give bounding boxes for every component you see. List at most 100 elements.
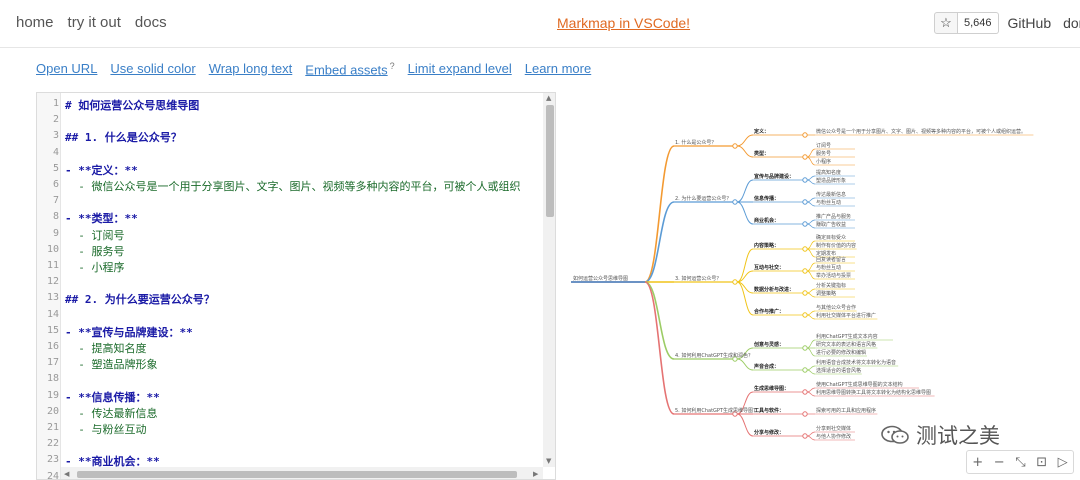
mindmap-node-label[interactable]: 与其他公众号合作 bbox=[816, 305, 857, 311]
mindmap-node-label[interactable]: 生成思维导图： bbox=[754, 386, 790, 392]
node-toggle-icon[interactable] bbox=[802, 132, 808, 138]
mindmap-node-label[interactable]: 工具与软件： bbox=[754, 408, 785, 414]
code-line[interactable]: # 如何运营公众号思维导图 bbox=[65, 99, 200, 112]
mindmap-node-label[interactable]: 分享与修改： bbox=[754, 430, 785, 436]
wrap-long-text-link[interactable]: Wrap long text bbox=[208, 61, 293, 76]
node-toggle-icon[interactable] bbox=[802, 199, 808, 205]
node-toggle-icon[interactable] bbox=[802, 411, 808, 417]
mindmap-node-label[interactable]: 4. 如何利用ChatGPT生成和润色？ bbox=[675, 353, 753, 359]
mindmap-node-label[interactable]: 2. 为什么要运营公众号？ bbox=[675, 196, 732, 202]
mindmap-preview[interactable]: 如何运营公众号思维导图 1. 什么是公众号？ 定义： 微信公众号是一个用于分享图片、文… bbox=[557, 92, 1080, 480]
code-line[interactable]: - **信息传播：** bbox=[65, 390, 160, 404]
mindmap-node-label[interactable]: 服务号 bbox=[816, 151, 832, 157]
toggle-recursive-icon[interactable]: ⊡ bbox=[1036, 454, 1048, 470]
fit-screen-icon[interactable]: ⤡ bbox=[1015, 454, 1026, 470]
star-count[interactable]: 5,646 bbox=[958, 12, 999, 34]
nav-docs[interactable]: docs bbox=[134, 14, 167, 31]
mindmap-node-label[interactable]: 分析关键指标 bbox=[816, 283, 847, 289]
mindmap-node-label[interactable]: 声音合成： bbox=[754, 364, 780, 370]
node-toggle-icon[interactable] bbox=[802, 268, 808, 274]
mindmap-node-label[interactable]: 5. 如何利用ChatGPT生成思维导图？ bbox=[675, 408, 758, 414]
mindmap-node-label[interactable]: 宣传与品牌建设： bbox=[754, 174, 795, 180]
horizontal-scrollbar[interactable]: ◀ ▶ bbox=[61, 467, 543, 479]
code-line[interactable]: - **类型：** bbox=[65, 212, 138, 226]
code-line[interactable]: - 传达最新信息 bbox=[65, 406, 158, 420]
mindmap-node-label[interactable]: 定义： bbox=[754, 129, 770, 135]
code-line[interactable]: - **定义：** bbox=[65, 163, 138, 177]
mindmap-node-label[interactable]: 进行必要的修改和编辑 bbox=[816, 350, 867, 356]
mindmap-node-label[interactable]: 利用思维导图转换工具将文本转化为结构化思维导图 bbox=[816, 390, 932, 396]
limit-expand-level-link[interactable]: Limit expand level bbox=[407, 61, 512, 76]
mindmap-node-label[interactable]: 研究文本的表达和语言风格 bbox=[816, 342, 877, 348]
mindmap-node-label[interactable]: 小程序 bbox=[816, 159, 832, 165]
mindmap-node-label[interactable]: 互动与社交： bbox=[754, 265, 785, 271]
mindmap-node-label[interactable]: 商业机会： bbox=[754, 218, 780, 224]
help-icon[interactable]: ? bbox=[389, 61, 395, 71]
mindmap-node-label[interactable]: 定期发布 bbox=[816, 251, 837, 257]
mindmap-node-label[interactable]: 3. 如何运营公众号？ bbox=[675, 276, 722, 282]
code-line[interactable]: - 微信公众号是一个用于分享图片、文字、图片、视频等多种内容的平台，可被个人或组… bbox=[65, 180, 521, 193]
mindmap-node-label[interactable]: 制作有价值的内容 bbox=[816, 243, 857, 249]
node-toggle-icon[interactable] bbox=[802, 433, 808, 439]
mindmap-node-label[interactable]: 分享到社交媒体 bbox=[816, 426, 852, 432]
mindmap-node-label[interactable]: 传达最新信息 bbox=[816, 192, 847, 198]
mindmap-node-label[interactable]: 赚取广告收益 bbox=[816, 222, 847, 228]
mindmap-node-label[interactable]: 回复读者留言 bbox=[816, 257, 847, 263]
mindmap-node-label[interactable]: 微信公众号是一个用于分享图片、文字、图片、视频等多种内容的平台，可被个人或组织运… bbox=[816, 129, 1027, 135]
node-toggle-icon[interactable] bbox=[802, 154, 808, 160]
code-line[interactable]: - **商业机会：** bbox=[65, 455, 160, 469]
learn-more-link[interactable]: Learn more bbox=[524, 61, 592, 76]
node-toggle-icon[interactable] bbox=[802, 389, 808, 395]
node-toggle-icon[interactable] bbox=[802, 177, 808, 183]
node-toggle-icon[interactable] bbox=[732, 279, 738, 285]
mindmap-node-label[interactable]: 调整策略 bbox=[816, 291, 837, 297]
code-line[interactable]: - 小程序 bbox=[65, 261, 125, 274]
mindmap-node-label[interactable]: 1. 什么是公众号？ bbox=[675, 140, 717, 146]
node-toggle-icon[interactable] bbox=[732, 143, 738, 149]
mindmap-node-label[interactable]: 确定目标受众 bbox=[816, 235, 847, 241]
use-solid-color-link[interactable]: Use solid color bbox=[110, 61, 196, 76]
mindmap-node-label[interactable]: 与粉丝互动 bbox=[816, 200, 842, 206]
node-toggle-icon[interactable] bbox=[802, 246, 808, 252]
node-toggle-icon[interactable] bbox=[732, 199, 738, 205]
mindmap-node-label[interactable]: 选择适合的语音风格 bbox=[816, 368, 862, 374]
github-link[interactable]: GitHub bbox=[1007, 15, 1052, 31]
scroll-left-icon[interactable]: ◀ bbox=[64, 470, 70, 478]
scroll-down-icon[interactable]: ▼ bbox=[546, 457, 552, 465]
mindmap-node-label[interactable]: 与他人协作修改 bbox=[816, 434, 852, 440]
mindmap-node-label[interactable]: 订阅号 bbox=[816, 143, 832, 149]
nav-try-it-out[interactable]: try it out bbox=[67, 14, 121, 31]
mindmap-node-label[interactable]: 利用社交媒体平台进行推广 bbox=[816, 313, 877, 319]
mindmap-node-label[interactable]: 与粉丝互动 bbox=[816, 265, 842, 271]
nav-home[interactable]: home bbox=[16, 14, 54, 31]
node-toggle-icon[interactable] bbox=[802, 367, 808, 373]
mindmap-node-label[interactable]: 类型： bbox=[754, 151, 770, 157]
mindmap-node-label[interactable]: 创意与灵感： bbox=[754, 342, 785, 348]
scroll-right-icon[interactable]: ▶ bbox=[533, 470, 539, 478]
vscode-banner-link[interactable]: Markmap in VSCode! bbox=[557, 15, 691, 31]
zoom-out-icon[interactable]: − bbox=[993, 454, 1005, 470]
node-toggle-icon[interactable] bbox=[802, 290, 808, 296]
embed-assets-link[interactable]: Embed assets bbox=[305, 62, 388, 78]
mindmap-node-label[interactable]: 探索可用的工具和应用程序 bbox=[816, 408, 877, 414]
mindmap-node-label[interactable]: 数据分析与改进： bbox=[754, 287, 795, 293]
node-toggle-icon[interactable] bbox=[802, 221, 808, 227]
code-line[interactable]: - **宣传与品牌建设：** bbox=[65, 325, 193, 339]
mindmap-node-label[interactable]: 塑造品牌形象 bbox=[816, 178, 847, 184]
donate-link[interactable]: dona bbox=[1063, 15, 1080, 31]
mindmap-node-label[interactable]: 举办活动与投票 bbox=[816, 273, 852, 279]
mindmap-node-label[interactable]: 内容策略： bbox=[754, 243, 780, 249]
code-line[interactable]: ## 2. 为什么要运营公众号？ bbox=[65, 293, 215, 307]
toggle-toolbar-icon[interactable]: ▷ bbox=[1057, 454, 1068, 470]
open-url-link[interactable]: Open URL bbox=[36, 61, 98, 76]
mindmap-node-label[interactable]: 如何运营公众号思维导图 bbox=[573, 276, 629, 282]
mindmap-node-label[interactable]: 提高知名度 bbox=[816, 170, 842, 176]
mindmap-node-label[interactable]: 推广产品与服务 bbox=[816, 214, 852, 220]
node-toggle-icon[interactable] bbox=[802, 312, 808, 318]
vertical-scroll-thumb[interactable] bbox=[546, 105, 554, 217]
code-line[interactable]: ## 1. 什么是公众号？ bbox=[65, 131, 182, 145]
mindmap-node-label[interactable]: 使用ChatGPT生成思维导图的文本结构 bbox=[816, 382, 903, 388]
vertical-scrollbar[interactable]: ▲ ▼ bbox=[543, 93, 555, 467]
star-icon[interactable]: ☆ bbox=[934, 12, 958, 34]
